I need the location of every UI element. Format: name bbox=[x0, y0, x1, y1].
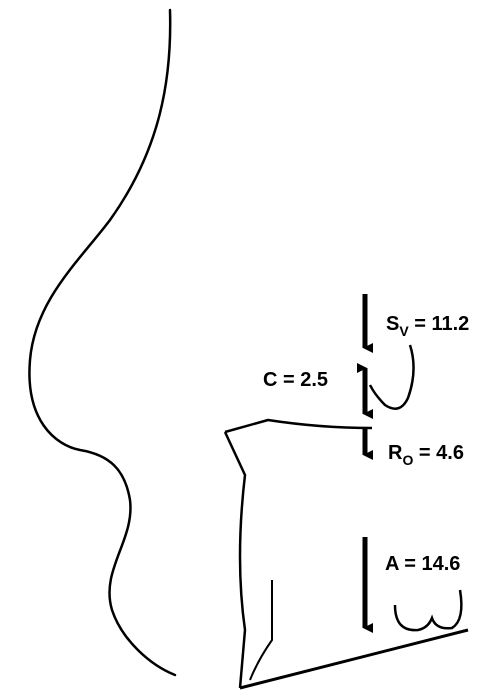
label-sv: SV = 11.2 bbox=[386, 313, 469, 339]
mandible-baseline bbox=[240, 630, 468, 688]
incisor-outline bbox=[250, 580, 272, 680]
jaw-outline bbox=[225, 432, 245, 688]
label-ro: RO = 4.6 bbox=[388, 442, 464, 468]
label-a: A = 14.6 bbox=[385, 553, 460, 575]
upper-lip-outline bbox=[225, 420, 372, 432]
label-c: C = 2.5 bbox=[263, 369, 328, 391]
face-profile-outline bbox=[29, 10, 175, 675]
upper-molar-shape bbox=[370, 345, 414, 409]
lower-molar-shape bbox=[395, 590, 461, 630]
